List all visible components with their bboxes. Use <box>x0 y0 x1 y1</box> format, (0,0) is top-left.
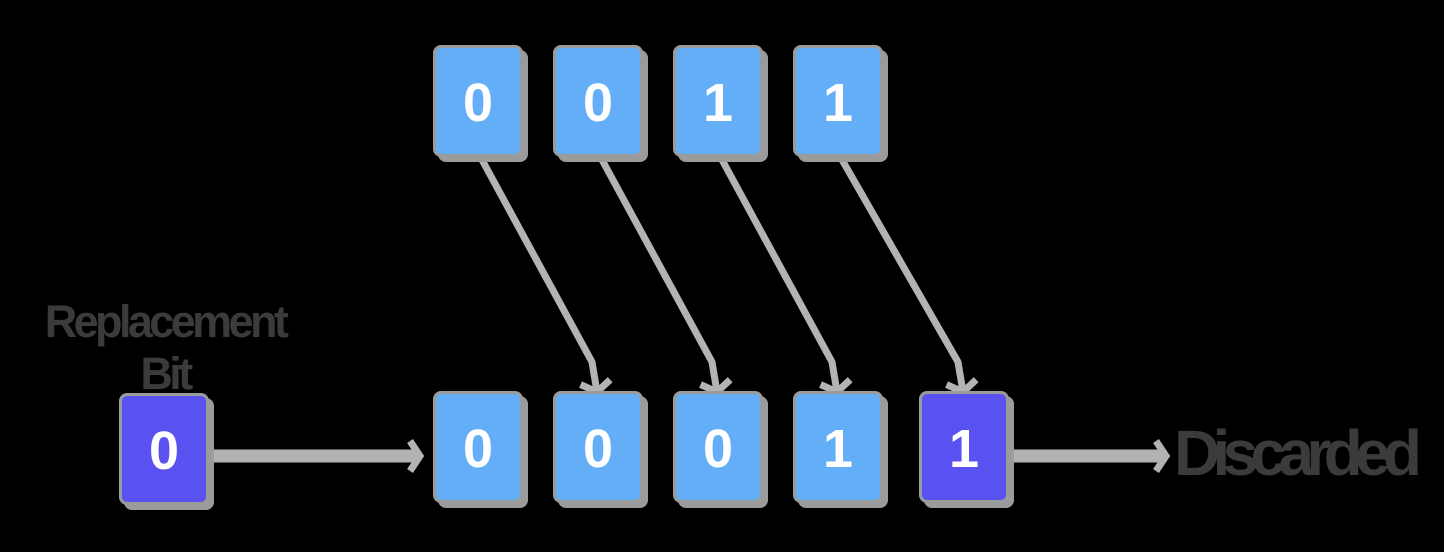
discarded-label: Discarded <box>1174 417 1422 489</box>
discarded-bit-value: 1 <box>948 419 980 479</box>
input-bit-value-1: 0 <box>462 73 494 133</box>
result-bit-box-4: 1 <box>793 391 883 503</box>
input-bit-box-1: 0 <box>433 45 523 157</box>
shift-arrow-3 <box>717 156 853 397</box>
result-bit-value-2: 0 <box>582 419 614 479</box>
shift-arrow-1 <box>477 156 613 397</box>
replacement-bit-label-line2: Bit <box>140 348 193 399</box>
replacement-bit-label: Replacement Bit <box>20 296 310 400</box>
result-bit-value-3: 0 <box>702 419 734 479</box>
shift-arrow-4 <box>837 156 979 397</box>
input-bit-box-3: 1 <box>673 45 763 157</box>
result-bit-box-2: 0 <box>553 391 643 503</box>
input-bit-box-4: 1 <box>793 45 883 157</box>
result-bit-box-1: 0 <box>433 391 523 503</box>
result-bit-value-4: 1 <box>822 419 854 479</box>
input-bit-value-4: 1 <box>822 73 854 133</box>
input-bit-box-2: 0 <box>553 45 643 157</box>
shift-arrow-2 <box>597 156 733 397</box>
replacement-bit-label-line1: Replacement <box>44 296 289 347</box>
result-bit-box-3: 0 <box>673 391 763 503</box>
input-bit-value-2: 0 <box>582 73 614 133</box>
replacement-bit-value: 0 <box>148 421 180 481</box>
discarded-bit-box: 1 <box>919 391 1009 503</box>
result-bit-value-1: 0 <box>462 419 494 479</box>
input-bit-value-3: 1 <box>702 73 734 133</box>
replacement-bit-box: 0 <box>119 393 209 505</box>
